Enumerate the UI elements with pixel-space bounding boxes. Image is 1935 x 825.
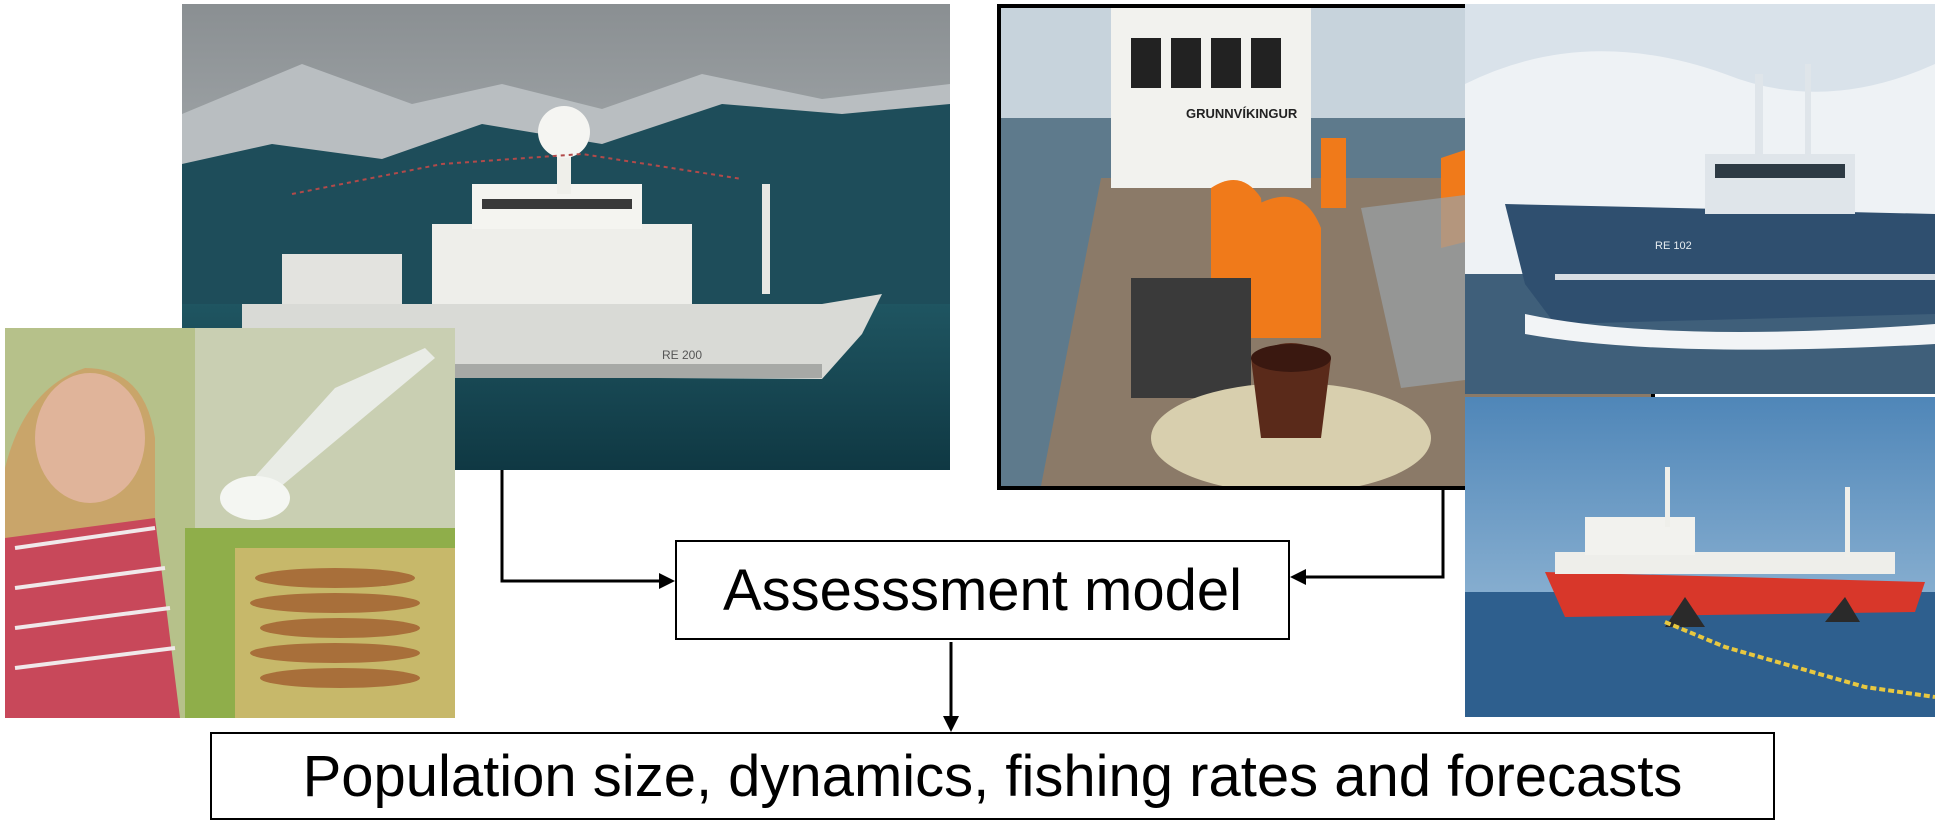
fishing-boat-name: GRUNNVÍKINGUR: [1186, 106, 1298, 121]
research-vessel-illustration: RE 200: [182, 4, 950, 470]
arrowhead-down: [943, 716, 959, 732]
population-results-label: Population size, dynamics, fishing rates…: [302, 743, 1683, 809]
photo-research-vessel: RE 200: [182, 4, 950, 470]
assessment-model-box: Assesssment model: [675, 540, 1290, 640]
blue-trawler-hull-marking: RE 102: [1655, 240, 1692, 252]
connector-right: [1303, 490, 1445, 579]
photo-lab-sampling: [5, 328, 455, 718]
research-vessel-hull-marking: RE 200: [662, 348, 702, 362]
assessment-model-label: Assesssment model: [723, 557, 1242, 623]
blue-trawler-illustration: RE 102: [1465, 4, 1935, 394]
photo-red-purse-seiner: [1465, 397, 1935, 717]
arrowhead-right: [1290, 569, 1306, 585]
lab-sampling-illustration: [5, 328, 455, 718]
red-purse-seiner-illustration: [1465, 397, 1935, 717]
arrowhead-left: [659, 573, 675, 589]
population-results-box: Population size, dynamics, fishing rates…: [210, 732, 1775, 820]
connector-left: [500, 470, 662, 583]
photo-blue-trawler: RE 102: [1465, 4, 1935, 394]
